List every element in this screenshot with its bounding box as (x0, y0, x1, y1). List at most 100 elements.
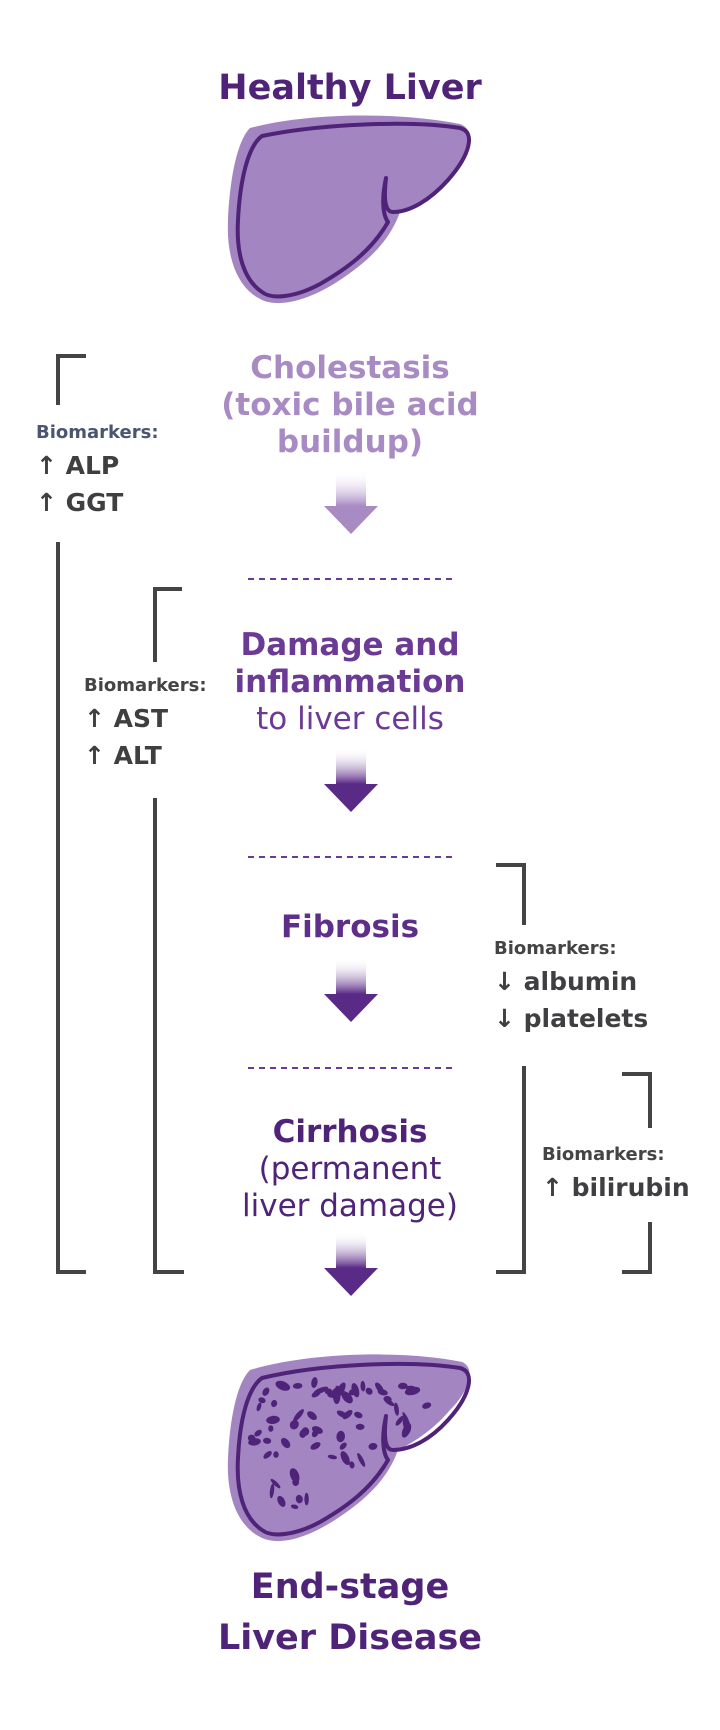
bracket-damage-bottom (153, 798, 184, 1274)
scar-spot (355, 1423, 365, 1430)
scar-spot (262, 1387, 270, 1396)
biomarker-albumin: albumin (494, 967, 648, 996)
scar-spot (271, 1399, 278, 1408)
stage-damage: Damage and inflammation to liver cells (200, 627, 500, 739)
healthy-liver-title: Healthy Liver (218, 68, 482, 108)
scar-spot (258, 1397, 266, 1404)
scar-spot (368, 1442, 378, 1450)
scar-spot (354, 1411, 363, 1419)
stage-damage-line-1: Damage and (240, 627, 460, 663)
scar-spot (304, 1492, 309, 1506)
scar-spot (357, 1452, 366, 1467)
stage-cholestasis-line-2: (toxic bile acid (221, 387, 479, 424)
stage-damage-line-3: to liver cells (256, 701, 444, 738)
scar-spot (398, 1382, 408, 1390)
scar-spot (263, 1437, 272, 1444)
arrow-shaft-damage (336, 748, 366, 784)
scar-spot (295, 1494, 303, 1504)
scar-spot (422, 1402, 432, 1409)
biomarker-platelets: platelets (494, 1004, 649, 1033)
scar-spot (290, 1504, 299, 1509)
scar-spot (311, 1426, 323, 1434)
scar-spot (280, 1437, 291, 1449)
scar-spot (395, 1415, 404, 1426)
scar-spot (383, 1397, 395, 1407)
scar-spot (324, 1388, 333, 1395)
scar-spot (404, 1386, 421, 1396)
bracket-fibrosis-bottom (496, 1066, 526, 1274)
scar-spot (311, 1390, 321, 1398)
bracket-fibrosis-top (496, 863, 526, 925)
scar-spot (327, 1454, 338, 1460)
biomarkers-cirrhosis: Biomarkers: bilirubin (542, 1144, 690, 1202)
stage-cirrhosis-line-3: liver damage) (242, 1188, 458, 1225)
scar-spot (273, 1451, 279, 1458)
stage-cirrhosis: Cirrhosis (permanent liver damage) (200, 1114, 500, 1226)
bracket-cirrhosis-top (622, 1072, 652, 1128)
bracket-cirrhosis-bottom (622, 1222, 652, 1274)
stage-cholestasis: Cholestasis (toxic bile acid buildup) (200, 350, 500, 462)
arrow-shaft-cirrhosis (336, 1232, 366, 1268)
biomarkers-heading: Biomarkers: (36, 422, 159, 443)
scar-spot (336, 1430, 346, 1443)
scar-spot (335, 1385, 347, 1398)
scar-spot (268, 1425, 274, 1432)
biomarker-ggt: GGT (36, 488, 159, 517)
stage-cirrhosis-line-2: (permanent (258, 1151, 442, 1188)
scar-spot (340, 1451, 350, 1466)
healthy-liver-icon (227, 115, 471, 304)
bracket-cholestasis-bottom (56, 542, 86, 1274)
diseased-liver-icon (227, 1354, 471, 1542)
scar-spot (342, 1409, 353, 1420)
scar-spot (247, 1434, 256, 1443)
scar-spot (402, 1418, 411, 1433)
end-stage-title-line-2: Liver Disease (217, 1617, 483, 1658)
scar-spot (270, 1478, 281, 1489)
scar-spot (289, 1419, 299, 1430)
arrow-head-cirrhosis (324, 1268, 378, 1296)
scar-spot (254, 1429, 262, 1437)
scar-spot (394, 1402, 399, 1416)
bracket-damage-top (153, 587, 182, 662)
arrow-shaft-cholestasis (336, 470, 366, 506)
scar-spot (300, 1430, 310, 1436)
scar-spot (289, 1468, 300, 1483)
end-stage-title-line-1: End-stage (250, 1567, 450, 1607)
arrow-head-damage (324, 784, 378, 812)
scar-spot (349, 1461, 355, 1469)
biomarker-ast: AST (84, 704, 207, 733)
stage-damage-line-2: inflammation (234, 664, 466, 701)
biomarkers-damage: Biomarkers: AST ALT (84, 675, 207, 770)
biomarker-alp: ALP (36, 451, 159, 480)
stage-cholestasis-line-3: buildup) (276, 424, 424, 461)
scar-spot (256, 1402, 262, 1412)
scar-spot (365, 1387, 373, 1395)
scar-spot (292, 1382, 303, 1389)
scar-spot (275, 1380, 291, 1391)
end-stage-title: End-stage Liver Disease (160, 1562, 540, 1664)
biomarker-bilirubin: bilirubin (542, 1173, 690, 1202)
stage-cholestasis-line-1: Cholestasis (250, 350, 450, 386)
scar-spot (377, 1388, 388, 1396)
arrow-shaft-fibrosis (336, 958, 366, 994)
stage-fibrosis: Fibrosis (200, 909, 500, 946)
biomarkers-heading: Biomarkers: (84, 675, 207, 696)
biomarkers-heading: Biomarkers: (494, 938, 617, 959)
stage-cirrhosis-line-1: Cirrhosis (272, 1114, 428, 1150)
scar-spot (269, 1483, 275, 1499)
scar-spot (360, 1380, 366, 1392)
biomarkers-cholestasis: Biomarkers: ALP GGT (36, 422, 159, 517)
scar-spot (310, 1442, 321, 1450)
stage-fibrosis-line-1: Fibrosis (280, 909, 420, 945)
biomarkers-fibrosis: Biomarkers: albumin platelets (494, 938, 648, 1033)
scar-spot (277, 1495, 286, 1507)
scar-spot (339, 1442, 347, 1450)
scar-spot (263, 1451, 272, 1459)
scar-spot (348, 1389, 356, 1396)
arrow-head-cholestasis (324, 506, 378, 534)
scar-spot (266, 1415, 280, 1425)
scar-spot (293, 1409, 304, 1422)
scar-spot (311, 1377, 318, 1388)
bracket-cholestasis-top (56, 354, 86, 405)
